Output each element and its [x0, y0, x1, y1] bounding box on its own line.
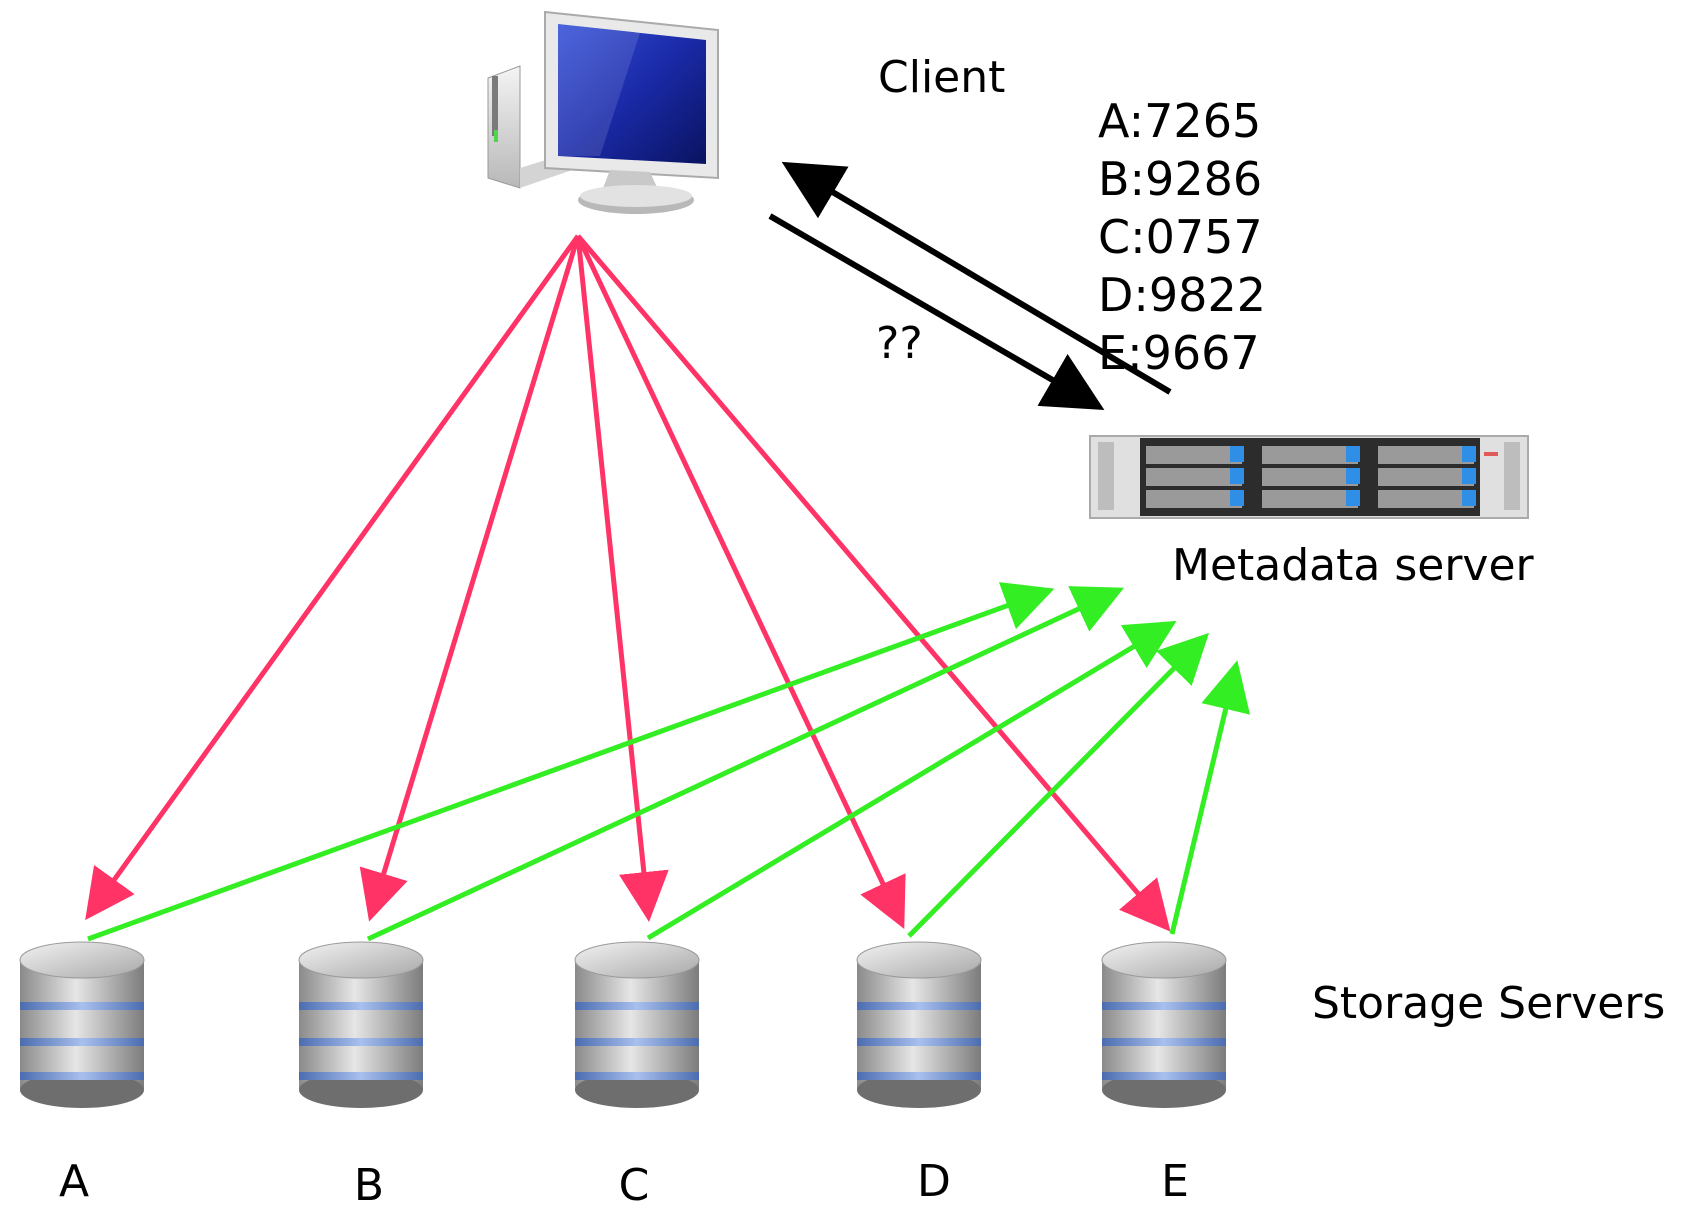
arrow-client-to-a — [85, 234, 581, 921]
arrow-b-to-metadata — [366, 586, 1125, 942]
database-cylinder-icon — [574, 941, 700, 1109]
server-label-c: C — [618, 1160, 650, 1211]
arrow-c-to-metadata — [646, 620, 1177, 941]
arrow-a-to-metadata — [87, 582, 1055, 942]
metadata-code-list: A:7265 B:9286 C:0757 D:9822 E:9667 — [1098, 92, 1266, 382]
arrow-e-to-metadata — [1169, 660, 1251, 935]
database-icons — [19, 941, 1227, 1109]
metadata-server-label: Metadata server — [1172, 540, 1534, 591]
server-label-e: E — [1161, 1156, 1189, 1207]
client-to-server-arrows — [85, 234, 1171, 932]
query-label: ?? — [876, 318, 923, 369]
arrow-client-to-c — [575, 235, 669, 922]
arrow-client-to-metadata — [768, 213, 1105, 411]
server-label-b: B — [353, 1160, 385, 1211]
arrow-client-to-b — [359, 235, 581, 922]
arrow-metadata-to-client — [781, 161, 1172, 395]
metadata-code: C:0757 — [1098, 210, 1263, 264]
arrow-client-to-d — [575, 234, 906, 930]
database-cylinder-icon — [19, 941, 145, 1109]
server-label-a: A — [58, 1156, 90, 1207]
metadata-code: B:9286 — [1098, 152, 1263, 206]
server-label-d: D — [917, 1156, 951, 1207]
arrow-d-to-metadata — [907, 632, 1210, 938]
metadata-code: D:9822 — [1098, 268, 1266, 322]
metadata-code: E:9667 — [1098, 326, 1260, 380]
database-cylinder-icon — [298, 941, 424, 1109]
metadata-code: A:7265 — [1098, 94, 1262, 148]
database-cylinder-icon — [1101, 941, 1227, 1109]
desktop-computer-icon — [487, 10, 719, 214]
metadata-exchange-arrows — [768, 161, 1172, 411]
rack-server-icon — [1089, 435, 1529, 519]
storage-servers-label: Storage Servers — [1312, 978, 1666, 1029]
client-label: Client — [878, 52, 1006, 103]
arrow-client-to-e — [576, 234, 1171, 932]
server-to-metadata-arrows — [87, 582, 1251, 942]
database-cylinder-icon — [856, 941, 982, 1109]
